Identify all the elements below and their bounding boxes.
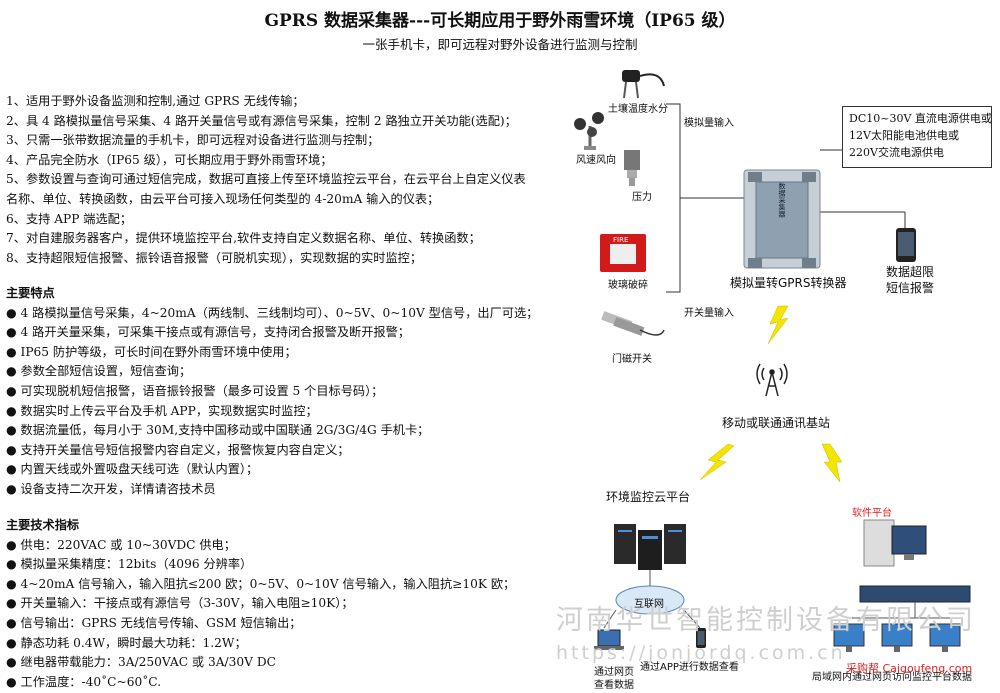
- mobile-phone-icon: [896, 228, 916, 262]
- spec-item: ● 供电：220VAC 或 10~30VDC 供电；: [6, 537, 236, 552]
- feature-item: ● 支持开关量信号短信报警内容自定义，报警恢复内容自定义；: [6, 442, 350, 457]
- specs-heading: 主要技术指标: [6, 518, 80, 532]
- intro-item: 4、产品完全防水（IP65 级），可长期应用于野外雨雪环境；: [6, 152, 333, 167]
- lan-monitor-icon: [881, 623, 913, 652]
- pressure-sensor-label: 压力: [632, 192, 652, 203]
- power-line: DC10~30V 直流电源供电或: [849, 112, 992, 125]
- power-line: 220V交流电源供电: [849, 146, 944, 159]
- feature-item: ● IP65 防护等级，可长时间在野外雨雪环境中使用；: [6, 344, 297, 359]
- analog-input-label: 模拟量输入: [684, 118, 734, 129]
- spec-item: ● 工作温度：-40˚C~60˚C.: [6, 674, 162, 689]
- page-title: GPRS 数据采集器---可长期应用于野外雨雪环境（IP65 级）: [264, 11, 736, 31]
- source-watermark: 采购帮 Caigoufeng.com: [846, 662, 973, 675]
- web-view-line: 查看数据: [594, 680, 634, 691]
- feature-item: ● 设备支持二次开发，详情请咨技术员: [6, 481, 216, 496]
- features-heading: 主要特点: [6, 286, 55, 300]
- pc-workstation-icon: [863, 519, 927, 567]
- soil-sensor-icon: [622, 70, 665, 99]
- lan-monitor-icon: [833, 623, 865, 652]
- network-switch-icon: [852, 585, 971, 619]
- intro-item: 1、适用于野外设备监测和控制,通过 GPRS 无线传输；: [6, 94, 305, 108]
- wind-sensor-label: 风速风向: [576, 155, 616, 166]
- intro-item: 3、只需一张带数据流量的手机卡，即可远程对设备进行监测与控制；: [6, 133, 380, 148]
- feature-item: ● 4 路开关量采集，可采集干接点或有源信号，支持闭合报警及断开报警；: [6, 325, 410, 340]
- feature-item: ● 数据实时上传云平台及手机 APP，实现数据实时监控；: [6, 403, 318, 418]
- url-watermark: https://jonjordq.com.cn: [556, 642, 846, 664]
- spec-item: ● 静态功耗 0.4W，瞬时最大功耗：1.2W；: [6, 635, 247, 650]
- intro-item: 6、支持 APP 端选配；: [6, 211, 133, 226]
- base-station-icon: [756, 363, 788, 397]
- internet-label: 互联网: [634, 599, 664, 610]
- device-label: 数据采集器: [778, 182, 786, 219]
- intro-item: 2、具 4 路模拟量信号采集、4 路开关量信号或有源信号采集，控制 2 路独立开…: [6, 113, 517, 128]
- lan-monitor-icon: [929, 623, 961, 652]
- web-view-line: 通过网页: [594, 667, 634, 678]
- feature-item: ● 4 路模拟量信号采集，4~20mA（两线制、三线制均可）、0~5V、0~10…: [6, 305, 539, 320]
- feature-item: ● 数据流量低，每月小于 30M,支持中国移动或中国联通 2G/3G/4G 手机…: [6, 423, 430, 438]
- intro-item: 5、参数设置与查询可通过短信完成，数据可直接上传至环境监控云平台，在云平台上自定…: [6, 172, 526, 187]
- gprs-converter-device: 数据采集器: [743, 169, 821, 269]
- feature-item: ● 可实现脱机短信报警，语音振铃报警（最多可设置 5 个目标号码）；: [6, 383, 384, 398]
- phone-alarm-line: 数据超限: [886, 265, 935, 279]
- intro-list: 1、适用于野外设备监测和控制,通过 GPRS 无线传输； 2、具 4 路模拟量信…: [6, 92, 526, 268]
- door-sensor-label: 门磁开关: [612, 354, 652, 365]
- laptop-icon: [594, 629, 624, 650]
- phone-app-icon: [696, 628, 706, 648]
- spec-item: ● 模拟量采集精度：12bits（4096 分辨率）: [6, 557, 253, 572]
- wind-sensor-icon: [574, 112, 604, 150]
- base-station-label: 移动或联通通讯基站: [722, 416, 831, 430]
- converter-label: 模拟量转GPRS转换器: [730, 276, 847, 290]
- power-supply-box: DC10~30V 直流电源供电或 12V太阳能电池供电或 220V交流电源供电: [842, 106, 992, 168]
- switch-input-label: 开关量输入: [684, 308, 734, 319]
- spec-item: ● 开关量输入：干接点或有源信号（3-30V，输入电阻≥10K）；: [6, 596, 354, 611]
- feature-item: ● 内置天线或外置吸盘天线可选（默认内置）；: [6, 462, 259, 477]
- software-platform-label: 软件平台: [852, 508, 892, 519]
- lightning-icons: [699, 305, 843, 483]
- lan-view-label: 局域网内通过网页访问监控平台数据: [812, 672, 972, 683]
- door-sensor-icon: [601, 311, 665, 336]
- phone-alarm-line: 短信报警: [886, 281, 935, 295]
- app-view-label: 通过APP进行数据查看: [640, 662, 739, 673]
- power-line: 12V太阳能电池供电或: [849, 129, 959, 142]
- connector-lines: [666, 103, 906, 293]
- cloud-server-icon: [614, 524, 686, 570]
- spec-item: ● 4~20mA 信号输入，输入阻抗≤200 欧；0~5V、0~10V 信号输入…: [6, 576, 516, 591]
- phone-alarm-label: 数据超限 短信报警: [886, 264, 934, 296]
- intro-item: 名称、单位、转换函数，由云平台可接入现场任何类型的 4-20mA 输入的仪表；: [6, 191, 440, 206]
- web-view-label: 通过网页 查看数据: [594, 666, 634, 692]
- specs-section: 主要技术指标 ● 供电：220VAC 或 10~30VDC 供电； ● 模拟量采…: [6, 516, 515, 692]
- feature-item: ● 参数全部短信设置，短信查询；: [6, 364, 192, 379]
- pressure-sensor-icon: [624, 150, 640, 186]
- cloud-platform-label: 环境监控云平台: [606, 490, 691, 504]
- page-subtitle: 一张手机卡，即可远程对野外设备进行监测与控制: [362, 37, 638, 52]
- soil-sensor-label: 土壤温度水分: [608, 104, 668, 115]
- internet-cloud-icon: [603, 570, 701, 629]
- company-watermark: 河南华世智能控制设备有限公司: [556, 605, 976, 636]
- glass-break-alarm-icon: FIRE: [600, 234, 646, 272]
- fire-label: FIRE: [613, 236, 628, 244]
- intro-item: 8、支持超限短信报警、振铃语音报警（可脱机实现），实现数据的实时监控；: [6, 250, 423, 265]
- glass-break-label: 玻璃破碎: [608, 280, 648, 291]
- intro-item: 7、对自建服务器客户，提供环境监控平台,软件支持自定义数据名称、单位、转换函数；: [6, 231, 481, 246]
- spec-item: ● 信号输出：GPRS 无线信号传输、GSM 短信输出；: [6, 615, 302, 630]
- features-section: 主要特点 ● 4 路模拟量信号采集，4~20mA（两线制、三线制均可）、0~5V…: [6, 284, 538, 500]
- spec-item: ● 继电器带载能力：3A/250VAC 或 3A/30V DC: [6, 655, 276, 670]
